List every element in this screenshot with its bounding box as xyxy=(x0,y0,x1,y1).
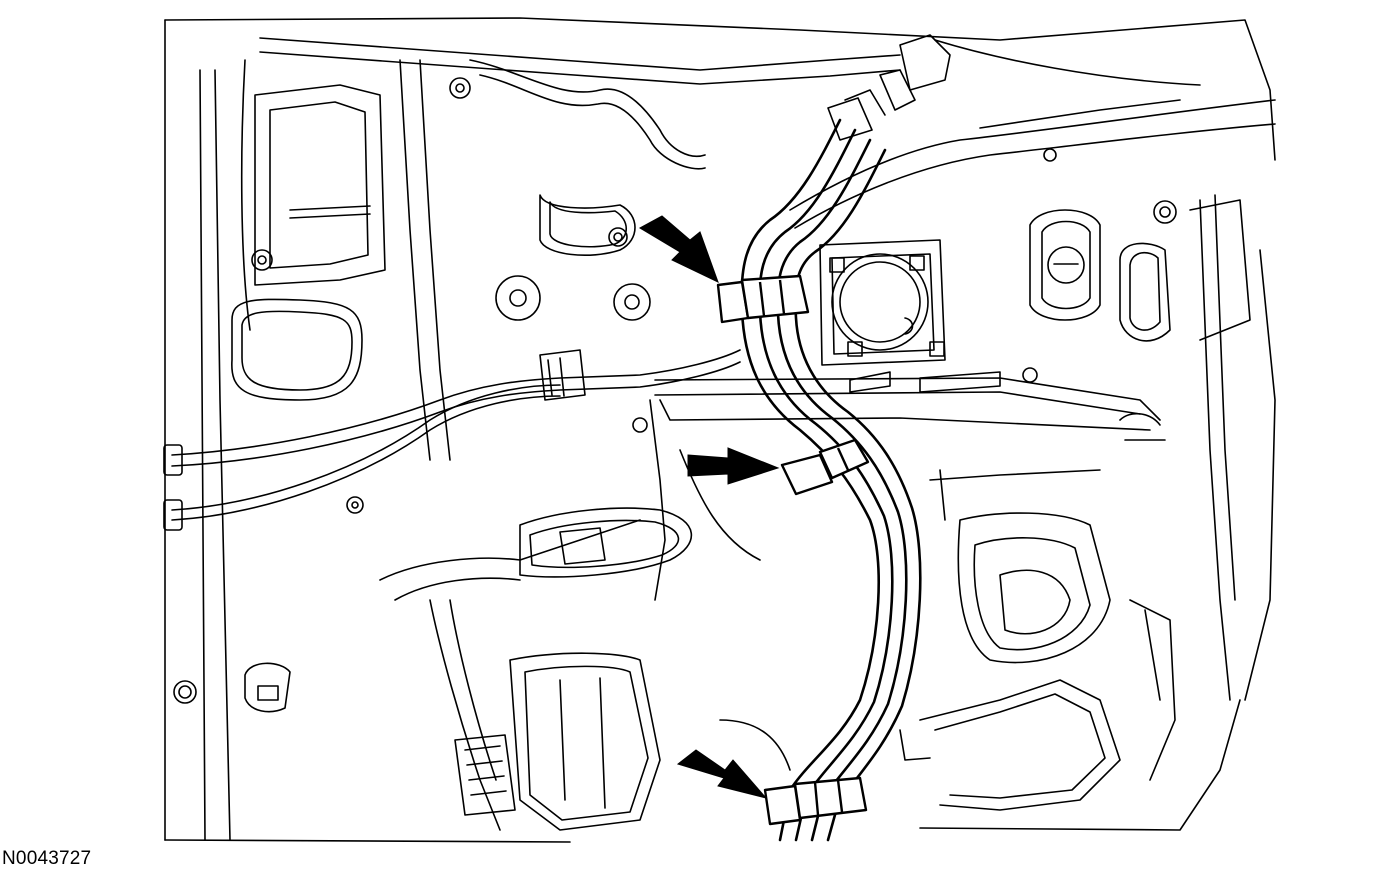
lower-clip xyxy=(763,776,868,826)
figure-id-label: N0043727 xyxy=(2,848,92,869)
line-clips xyxy=(716,274,870,826)
floor-pan-panel xyxy=(163,17,1276,843)
upper-clip xyxy=(716,274,810,324)
line-bundle xyxy=(740,118,922,842)
middle-clip xyxy=(780,438,870,496)
callout-arrows xyxy=(638,215,780,799)
callout-arrow-lower xyxy=(676,749,768,799)
callout-arrow-upper xyxy=(638,215,719,283)
callout-arrow-middle xyxy=(687,447,780,485)
